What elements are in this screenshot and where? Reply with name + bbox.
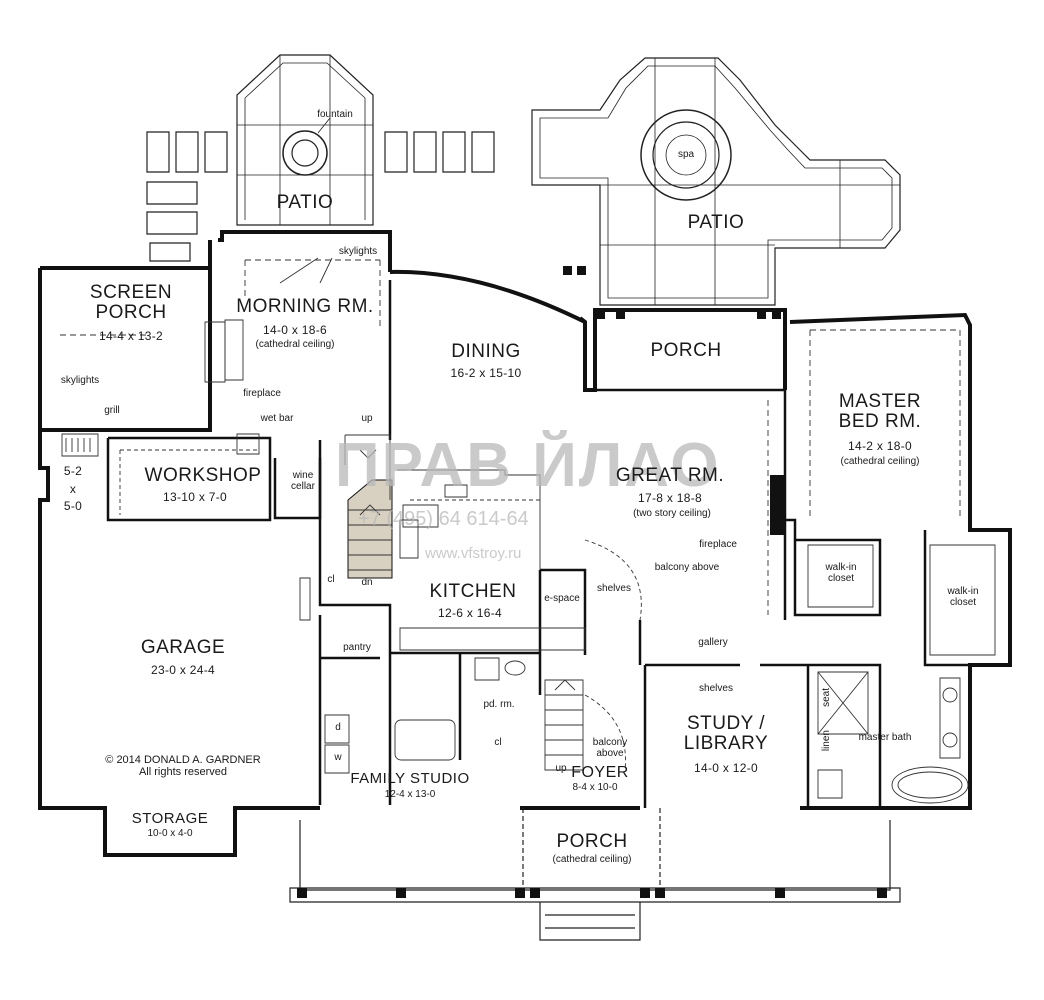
morning-room-name: MORNING RM. [236,296,374,317]
study-dim: 14-0 x 12-0 [693,761,759,775]
workshop-dim: 13-10 x 7-0 [162,490,228,504]
master-bed-note: (cathedral ceiling) [840,456,920,467]
balcony-above-bottom: balcony above [592,737,628,759]
washer-d-label: d [335,722,341,733]
front-porch-outline [300,820,890,890]
dn-label: dn [361,577,373,588]
stairs-main [348,480,392,578]
pd-rm-label: pd. rm. [483,699,515,710]
dining-dim: 16-2 x 15-10 [450,366,522,380]
patio-right-label: PATIO [687,212,745,233]
cl-left-label: cl [327,574,335,585]
fireplace-right-label: fireplace [699,539,737,550]
washer-w-label: w [334,752,342,763]
small-room-a: 5-2 [63,464,83,478]
up-top-label: up [361,413,373,424]
great-room-dim: 17-8 x 18-8 [637,491,703,505]
e-space-label: e-space [544,593,580,604]
seat-label: seat [821,688,832,707]
master-bath-label: master bath [858,732,912,743]
foyer-dim: 8-4 x 10-0 [572,782,618,793]
fountain-icon [283,131,327,175]
front-porch-name: PORCH [556,831,628,852]
dining-name: DINING [451,341,521,362]
family-studio-dim: 12-4 x 13-0 [384,789,436,800]
grill-label: grill [104,405,120,416]
patio-left-label: PATIO [276,192,334,213]
storage-dim: 10-0 x 4-0 [147,828,193,839]
screen-porch-name: SCREEN PORCH [89,282,173,323]
spa-label: spa [677,149,695,160]
family-studio-name: FAMILY STUDIO [350,770,470,787]
garage-dim: 23-0 x 24-4 [150,663,216,677]
morning-room-note: (cathedral ceiling) [255,339,335,350]
spa-icon [641,110,731,200]
shelves-study-label: shelves [699,683,733,694]
small-room-b: x [69,482,77,496]
master-bed-name: MASTER BED RM. [838,391,922,432]
pantry-label: pantry [343,642,371,653]
workshop-name: WORKSHOP [144,465,262,486]
small-room-c: 5-0 [63,499,83,513]
exterior-wall [40,268,320,855]
wet-bar-label: wet bar [260,413,294,424]
patio-right-outline [532,58,900,305]
foyer-name: FOYER [571,764,629,781]
copyright-notice: © 2014 DONALD A. GARDNER All rights rese… [105,754,261,778]
skylights-left: skylights [60,375,100,386]
walkin-closet-2: walk-in closet [947,586,979,608]
study-name: STUDY / LIBRARY [683,713,769,754]
morning-room-dim: 14-0 x 18-6 [262,323,328,337]
wine-cellar-label: wine cellar [291,470,315,492]
fountain-label: fountain [317,109,353,120]
great-room-note: (two story ceiling) [633,508,711,519]
watermark-site: www.vfstroy.ru [425,545,522,562]
great-room-name: GREAT RM. [615,465,725,486]
gallery-label: gallery [698,637,728,648]
storage-name: STORAGE [131,810,209,827]
kitchen-name: KITCHEN [429,581,517,602]
screen-porch-dim: 14-4 x 13-2 [98,329,164,343]
master-bed-dim: 14-2 x 18-0 [847,439,913,453]
porch-top-label: PORCH [650,340,722,361]
linen-label: linen [821,730,832,752]
balcony-above-top: balcony above [654,562,720,573]
cl-mid-label: cl [494,737,502,748]
shelves-top-label: shelves [597,583,631,594]
watermark-phone: +7 (495) 64 614-64 [358,508,529,530]
garage-name: GARAGE [140,637,226,658]
kitchen-dim: 12-6 x 16-4 [437,606,503,620]
walkin-closet-1: walk-in closet [825,562,857,584]
fireplace-left-label: fireplace [243,388,281,399]
front-porch-note: (cathedral ceiling) [552,854,632,865]
watermark-brand: ПРАВ ЙЛАО [335,431,721,500]
skylights-top: skylights [338,246,378,257]
up-foyer-label: up [555,763,567,774]
